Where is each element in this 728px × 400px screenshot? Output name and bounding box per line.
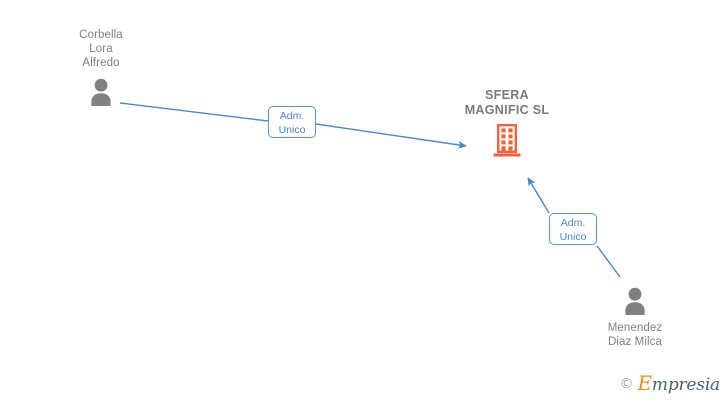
relation-label-adm-unico-corbella[interactable]: Adm. Unico bbox=[268, 106, 316, 138]
node-label-corbella: Corbella Lora Alfredo bbox=[79, 29, 123, 69]
node-company-sfera[interactable]: SFERA MAGNIFIC SL bbox=[432, 88, 582, 157]
edge-segment-corbella-left bbox=[119, 102, 269, 122]
node-label-sfera: SFERA MAGNIFIC SL bbox=[464, 88, 550, 117]
brand-name: Empresia bbox=[638, 373, 721, 394]
node-label-menendez: Menendez Diaz Milca bbox=[607, 322, 663, 348]
person-icon bbox=[625, 287, 645, 315]
watermark-empresia: © Empresia bbox=[620, 373, 721, 394]
copyright-icon: © bbox=[619, 375, 634, 392]
person-icon bbox=[91, 78, 111, 106]
building-icon bbox=[493, 124, 521, 157]
brand-rest: mpresia bbox=[651, 375, 720, 395]
edge-segment-menendez-high bbox=[527, 177, 550, 214]
edge-segment-menendez-low bbox=[596, 245, 621, 278]
brand-capital: E bbox=[637, 371, 653, 395]
node-person-corbella[interactable]: Corbella Lora Alfredo bbox=[26, 28, 176, 106]
node-person-menendez[interactable]: Menendez Diaz Milca bbox=[560, 285, 710, 349]
edge-segment-corbella-right bbox=[315, 123, 467, 149]
relation-label-adm-unico-menendez[interactable]: Adm. Unico bbox=[549, 213, 597, 245]
